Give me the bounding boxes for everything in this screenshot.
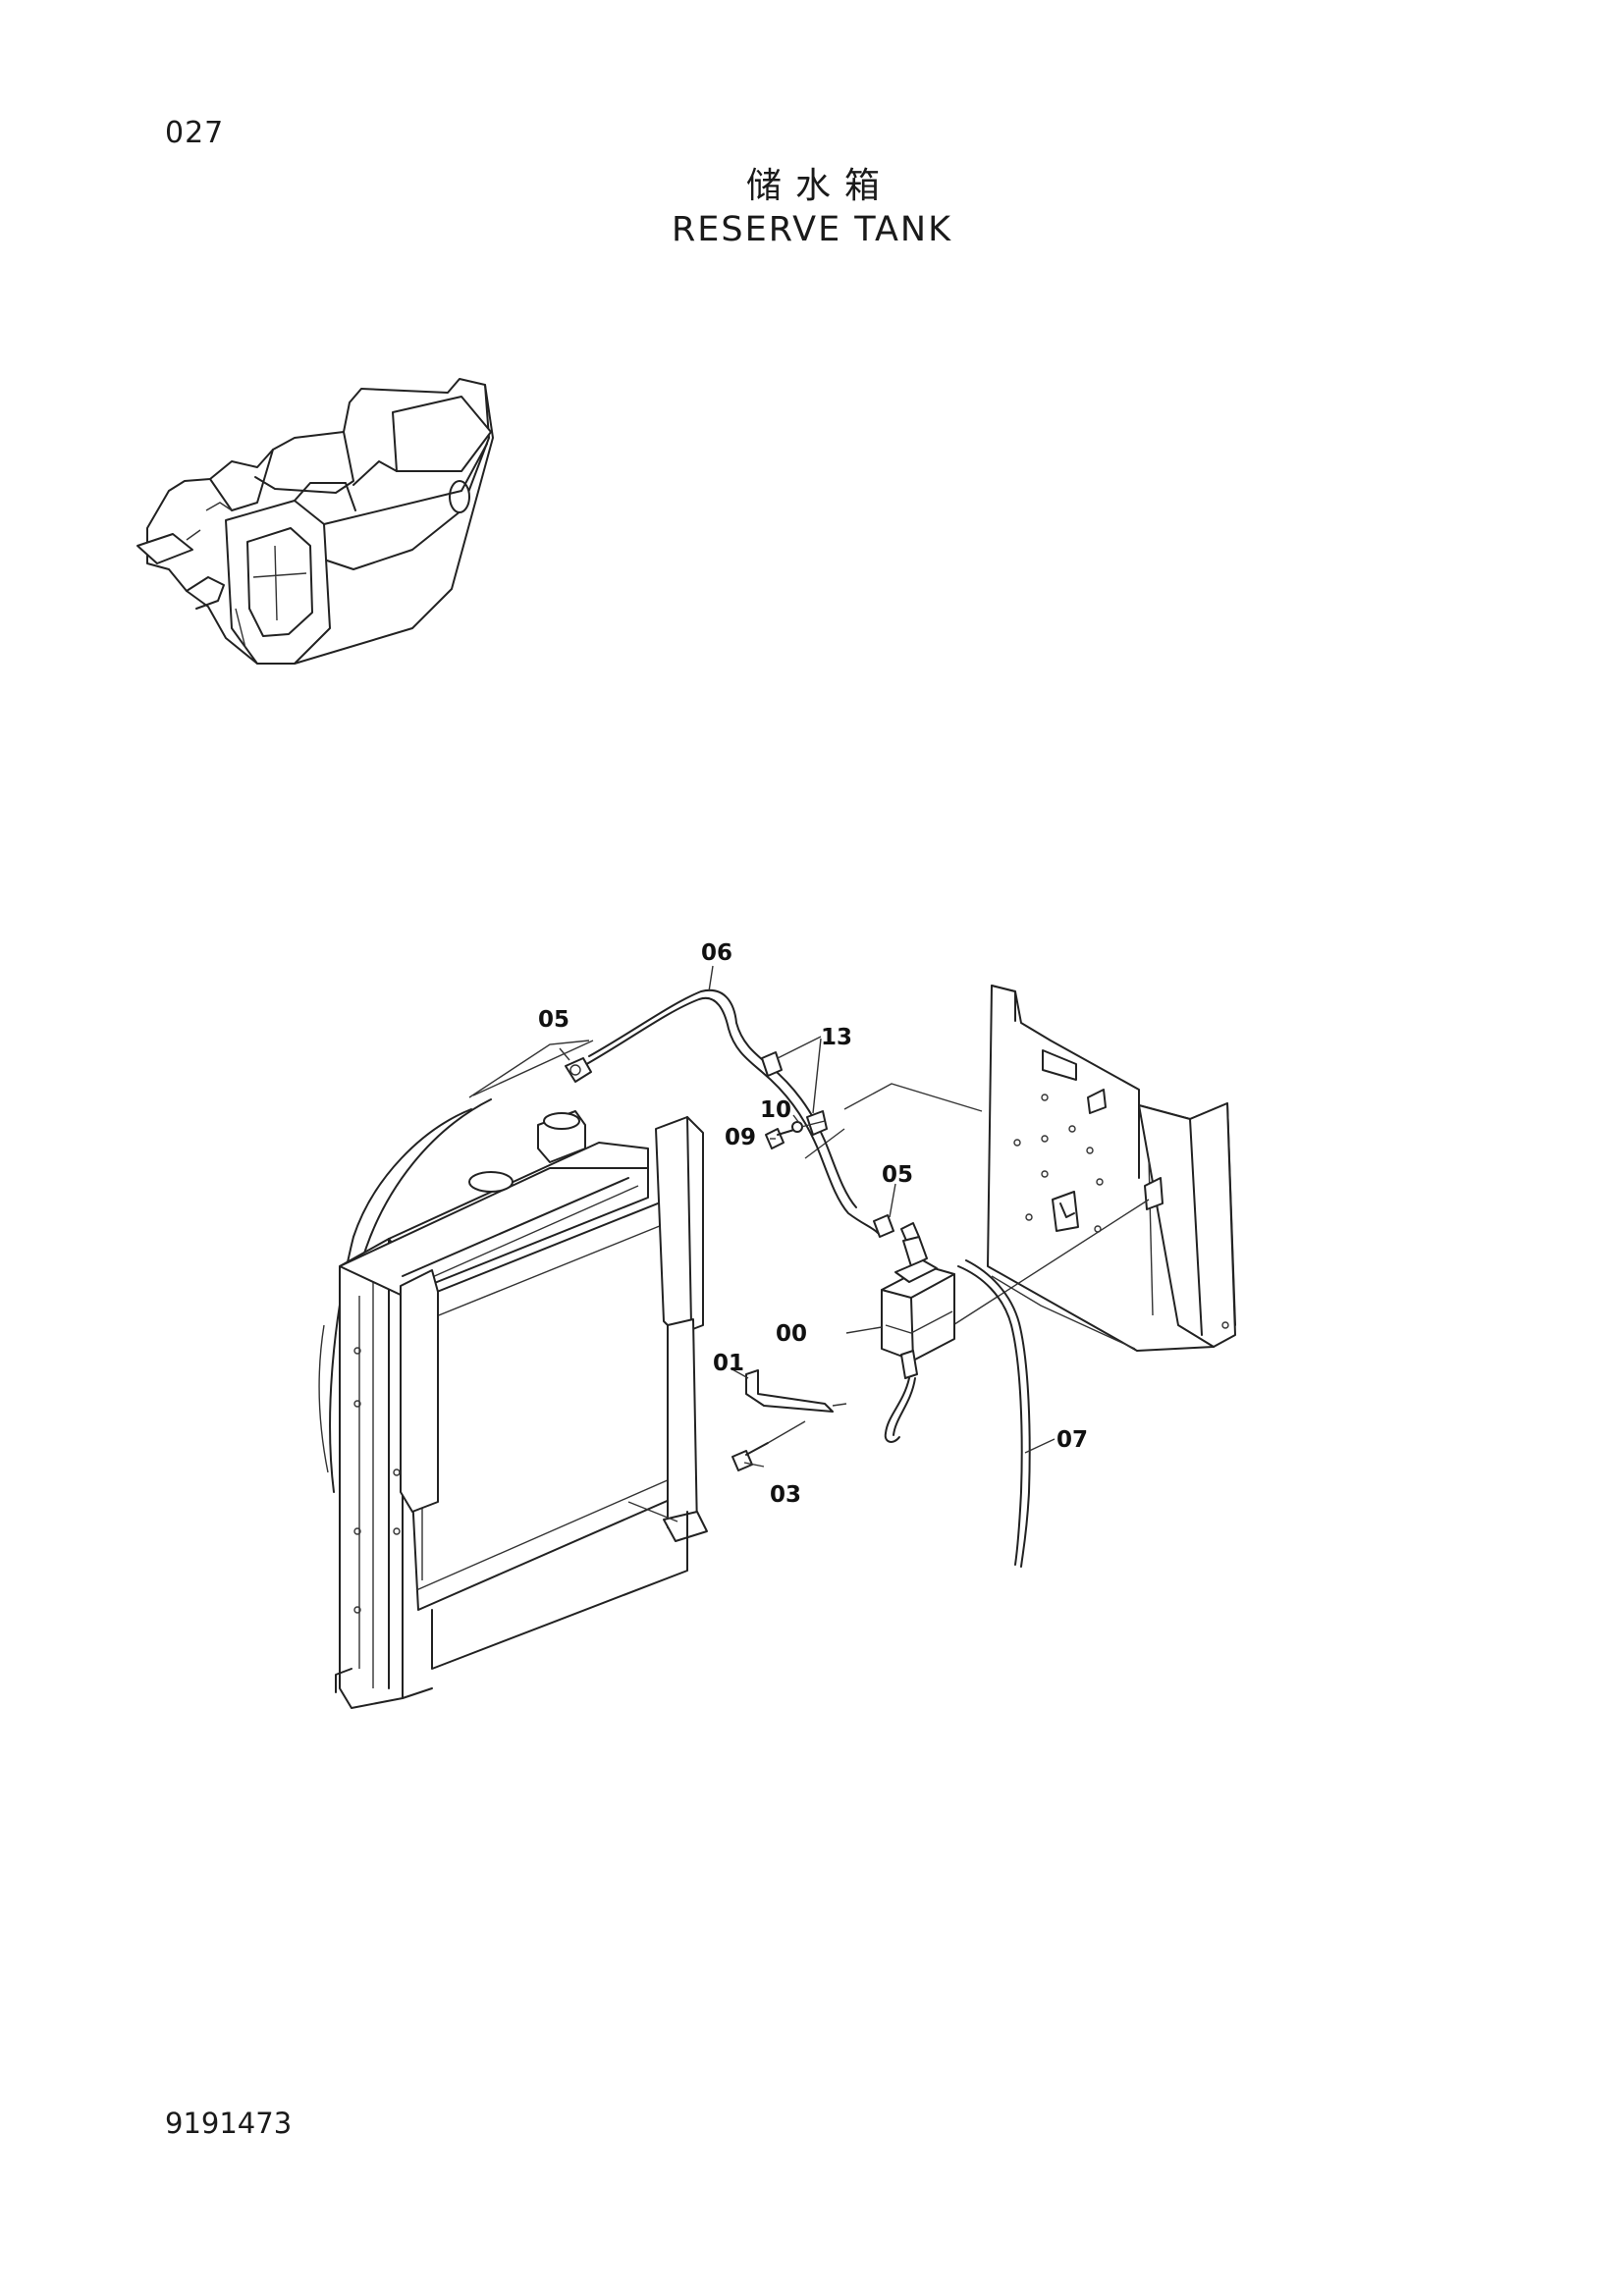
- callout-labels: 05 06 13 10 09 05 00 01 03 07: [538, 940, 1088, 1508]
- support-bracket-panel: [468, 985, 1236, 1356]
- callout-05-lower: 05: [882, 1162, 913, 1188]
- mounting-bolt: [731, 1420, 806, 1471]
- callout-05-upper: 05: [538, 1007, 569, 1033]
- reserve-tank: [881, 1236, 955, 1443]
- excavator-locator-illustration: [136, 378, 494, 665]
- drain-hose: [957, 1259, 1031, 1568]
- page-title: RESERVE TANK: [671, 210, 953, 249]
- radiator-assembly: [318, 1040, 708, 1709]
- callout-13: 13: [821, 1025, 852, 1050]
- callout-leaders: [559, 965, 1056, 1468]
- callout-07: 07: [1056, 1427, 1088, 1453]
- hose-clamps: [761, 1051, 828, 1136]
- document-number: 9191473: [165, 2107, 293, 2140]
- callout-00: 00: [776, 1321, 807, 1347]
- callout-01: 01: [713, 1351, 744, 1376]
- callout-09: 09: [725, 1125, 756, 1150]
- page-title-chinese: 储水箱: [745, 166, 893, 206]
- callout-03: 03: [770, 1482, 801, 1508]
- callout-06: 06: [701, 940, 732, 966]
- callout-10: 10: [760, 1097, 791, 1123]
- overflow-hose: [565, 988, 879, 1234]
- tank-bracket: [745, 1369, 847, 1413]
- page-number: 027: [165, 116, 225, 150]
